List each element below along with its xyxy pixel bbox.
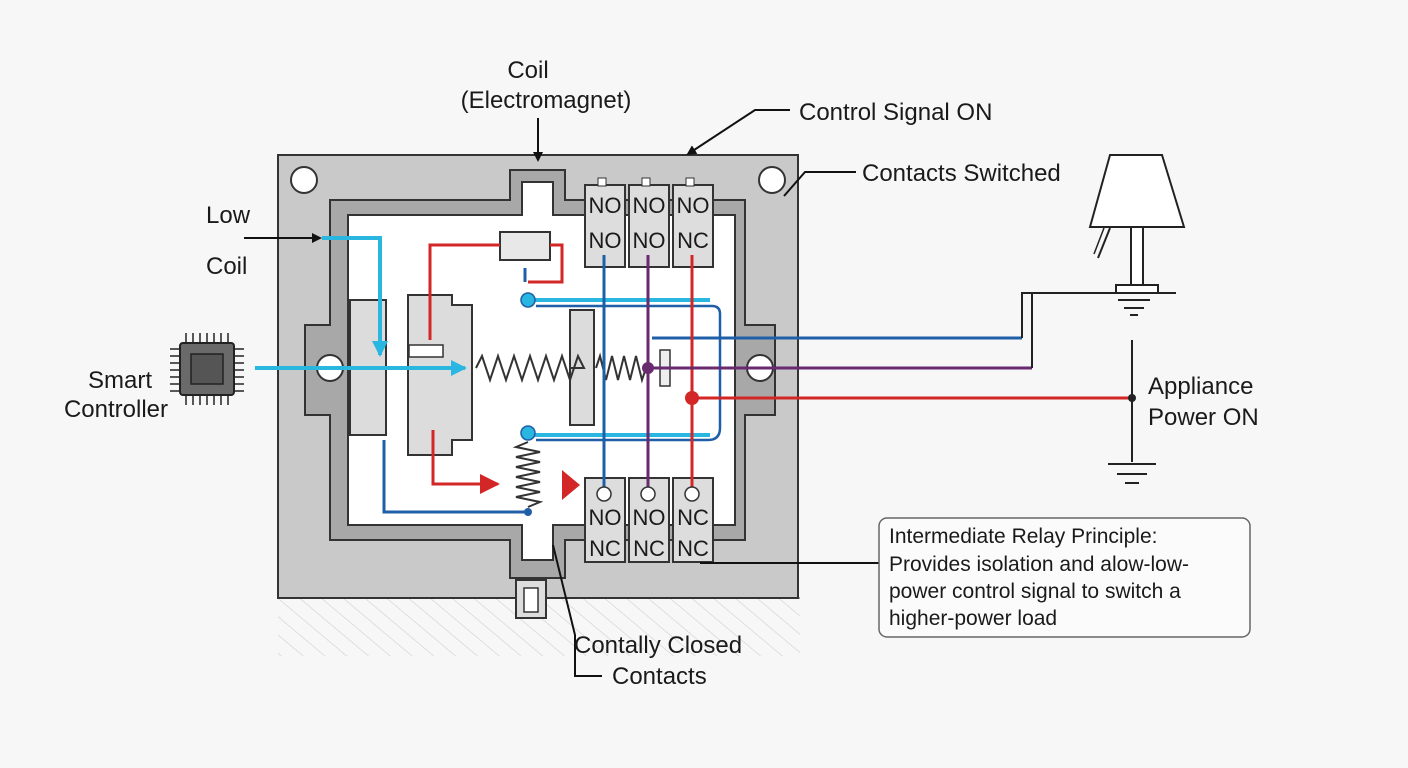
bottom-terminal-3-row1: NC	[677, 505, 709, 530]
coil-core	[349, 294, 473, 456]
lamp-icon	[1088, 154, 1186, 294]
top-terminal-2-row2: NO	[633, 228, 666, 253]
ground-icon-2	[1108, 463, 1156, 484]
low-label: Low	[206, 202, 251, 229]
bottom-terminal-2-row2: NC	[633, 536, 665, 561]
bottom-terminal-2-row1: NO	[633, 505, 666, 530]
top-terminal-3-row2: NC	[677, 228, 709, 253]
coil-label-line2: (Electromagnet)	[461, 87, 632, 114]
smart-controller-line2: Controller	[64, 396, 168, 423]
ground-icon	[1118, 299, 1150, 316]
appliance-label-line1: Appliance	[1148, 373, 1253, 400]
principle-note: Intermediate Relay Principle: Provides i…	[878, 517, 1251, 638]
smart-controller-line1: Smart	[88, 367, 152, 394]
spring-icon	[475, 352, 586, 384]
contacts-switched-label: Contacts Switched	[862, 160, 1061, 187]
bottom-terminal-1-row2: NC	[589, 536, 621, 561]
top-terminal-2-row1: NO	[633, 193, 666, 218]
coil-side-label: Coil	[206, 253, 247, 280]
note-line3: higher-power load	[889, 607, 1057, 630]
appliance-label-line2: Power ON	[1148, 404, 1259, 431]
mount-hole-top-left	[290, 166, 318, 194]
red-arrow-icon	[562, 470, 580, 500]
spring-icon-3	[512, 441, 544, 508]
control-signal-label: Control Signal ON	[799, 99, 992, 126]
blue-wire	[382, 255, 1022, 516]
note-title: Intermediate Relay Principle:	[889, 525, 1157, 548]
top-terminal-1-row2: NO	[589, 228, 622, 253]
closed-contacts-line2: Contacts	[612, 663, 707, 690]
coil-label-line1: Coil	[507, 57, 548, 84]
mount-hole-top-right	[758, 166, 786, 194]
closed-contacts-line1: Contally Closed	[574, 632, 742, 659]
top-terminals	[584, 177, 714, 268]
top-terminal-1-row1: NO	[589, 193, 622, 218]
red-wire	[428, 243, 1132, 500]
contacts-switched-leader	[783, 171, 856, 197]
closed-contacts-leader	[552, 544, 602, 677]
note-line2: power control signal to switch a	[889, 580, 1181, 603]
bottom-terminal-3-row2: NC	[677, 536, 709, 561]
top-terminal-3-row1: NO	[677, 193, 710, 218]
note-line1: Provides isolation and alow-low-	[889, 553, 1189, 576]
purple-wire	[642, 255, 1032, 492]
chip-icon	[170, 333, 244, 405]
bottom-terminal-1-row1: NO	[589, 505, 622, 530]
control-signal-leader	[686, 109, 790, 156]
cyan-control-wire	[255, 236, 710, 441]
top-block	[499, 231, 551, 261]
